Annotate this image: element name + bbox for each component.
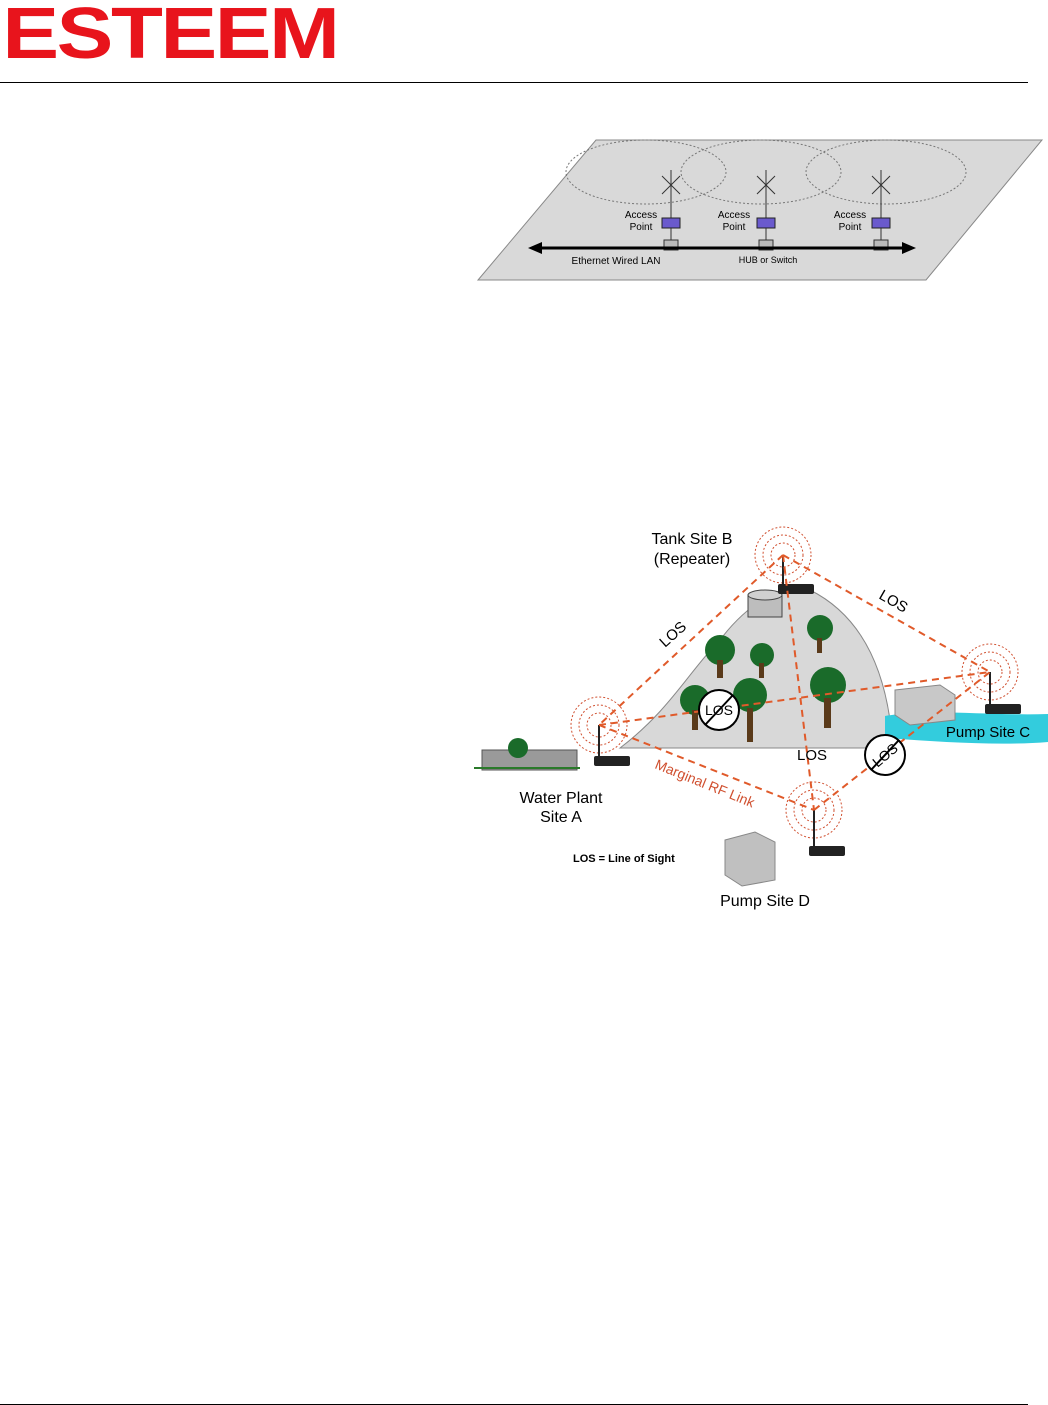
header-rule [0, 82, 1028, 83]
repeater-network-diagram: LOS LOS LOS LOS LOS Marginal RF Link Tan… [470, 520, 1048, 920]
ap-label-1-line2: Point [630, 222, 653, 233]
marginal-link-label: Marginal RF Link [653, 756, 758, 811]
pump-site-c-label: Pump Site C [946, 724, 1030, 741]
no-los-label-1: LOS [705, 702, 733, 718]
ap-label-3-line1: Access [834, 210, 866, 221]
hub-label: HUB or Switch [739, 255, 798, 265]
ap-label-3-line2: Point [839, 222, 862, 233]
los-label-bd: LOS [797, 747, 827, 764]
water-plant-icon [474, 738, 580, 770]
logo-text: ESTEEM [2, 0, 337, 70]
los-label-bc: LOS [876, 587, 910, 617]
esteem-logo: ESTEEM [0, 0, 390, 70]
water-plant-line1: Water Plant [520, 790, 604, 807]
pump-house-d-icon [725, 832, 775, 886]
tank-site-line2: (Repeater) [654, 551, 730, 568]
pump-house-c-icon [895, 685, 955, 725]
tank-site-line1: Tank Site B [652, 531, 733, 548]
access-point-network-diagram: Access Point Access Point Access Point E… [476, 138, 1044, 284]
ap-label-2-line1: Access [718, 210, 750, 221]
lan-label: Ethernet Wired LAN [572, 256, 661, 267]
water-plant-line2: Site A [540, 809, 582, 826]
water-tank-icon [748, 590, 782, 617]
pump-site-d-label: Pump Site D [720, 893, 810, 910]
ap-label-1-line1: Access [625, 210, 657, 221]
los-legend: LOS = Line of Sight [573, 853, 675, 865]
ap-label-2-line2: Point [723, 222, 746, 233]
